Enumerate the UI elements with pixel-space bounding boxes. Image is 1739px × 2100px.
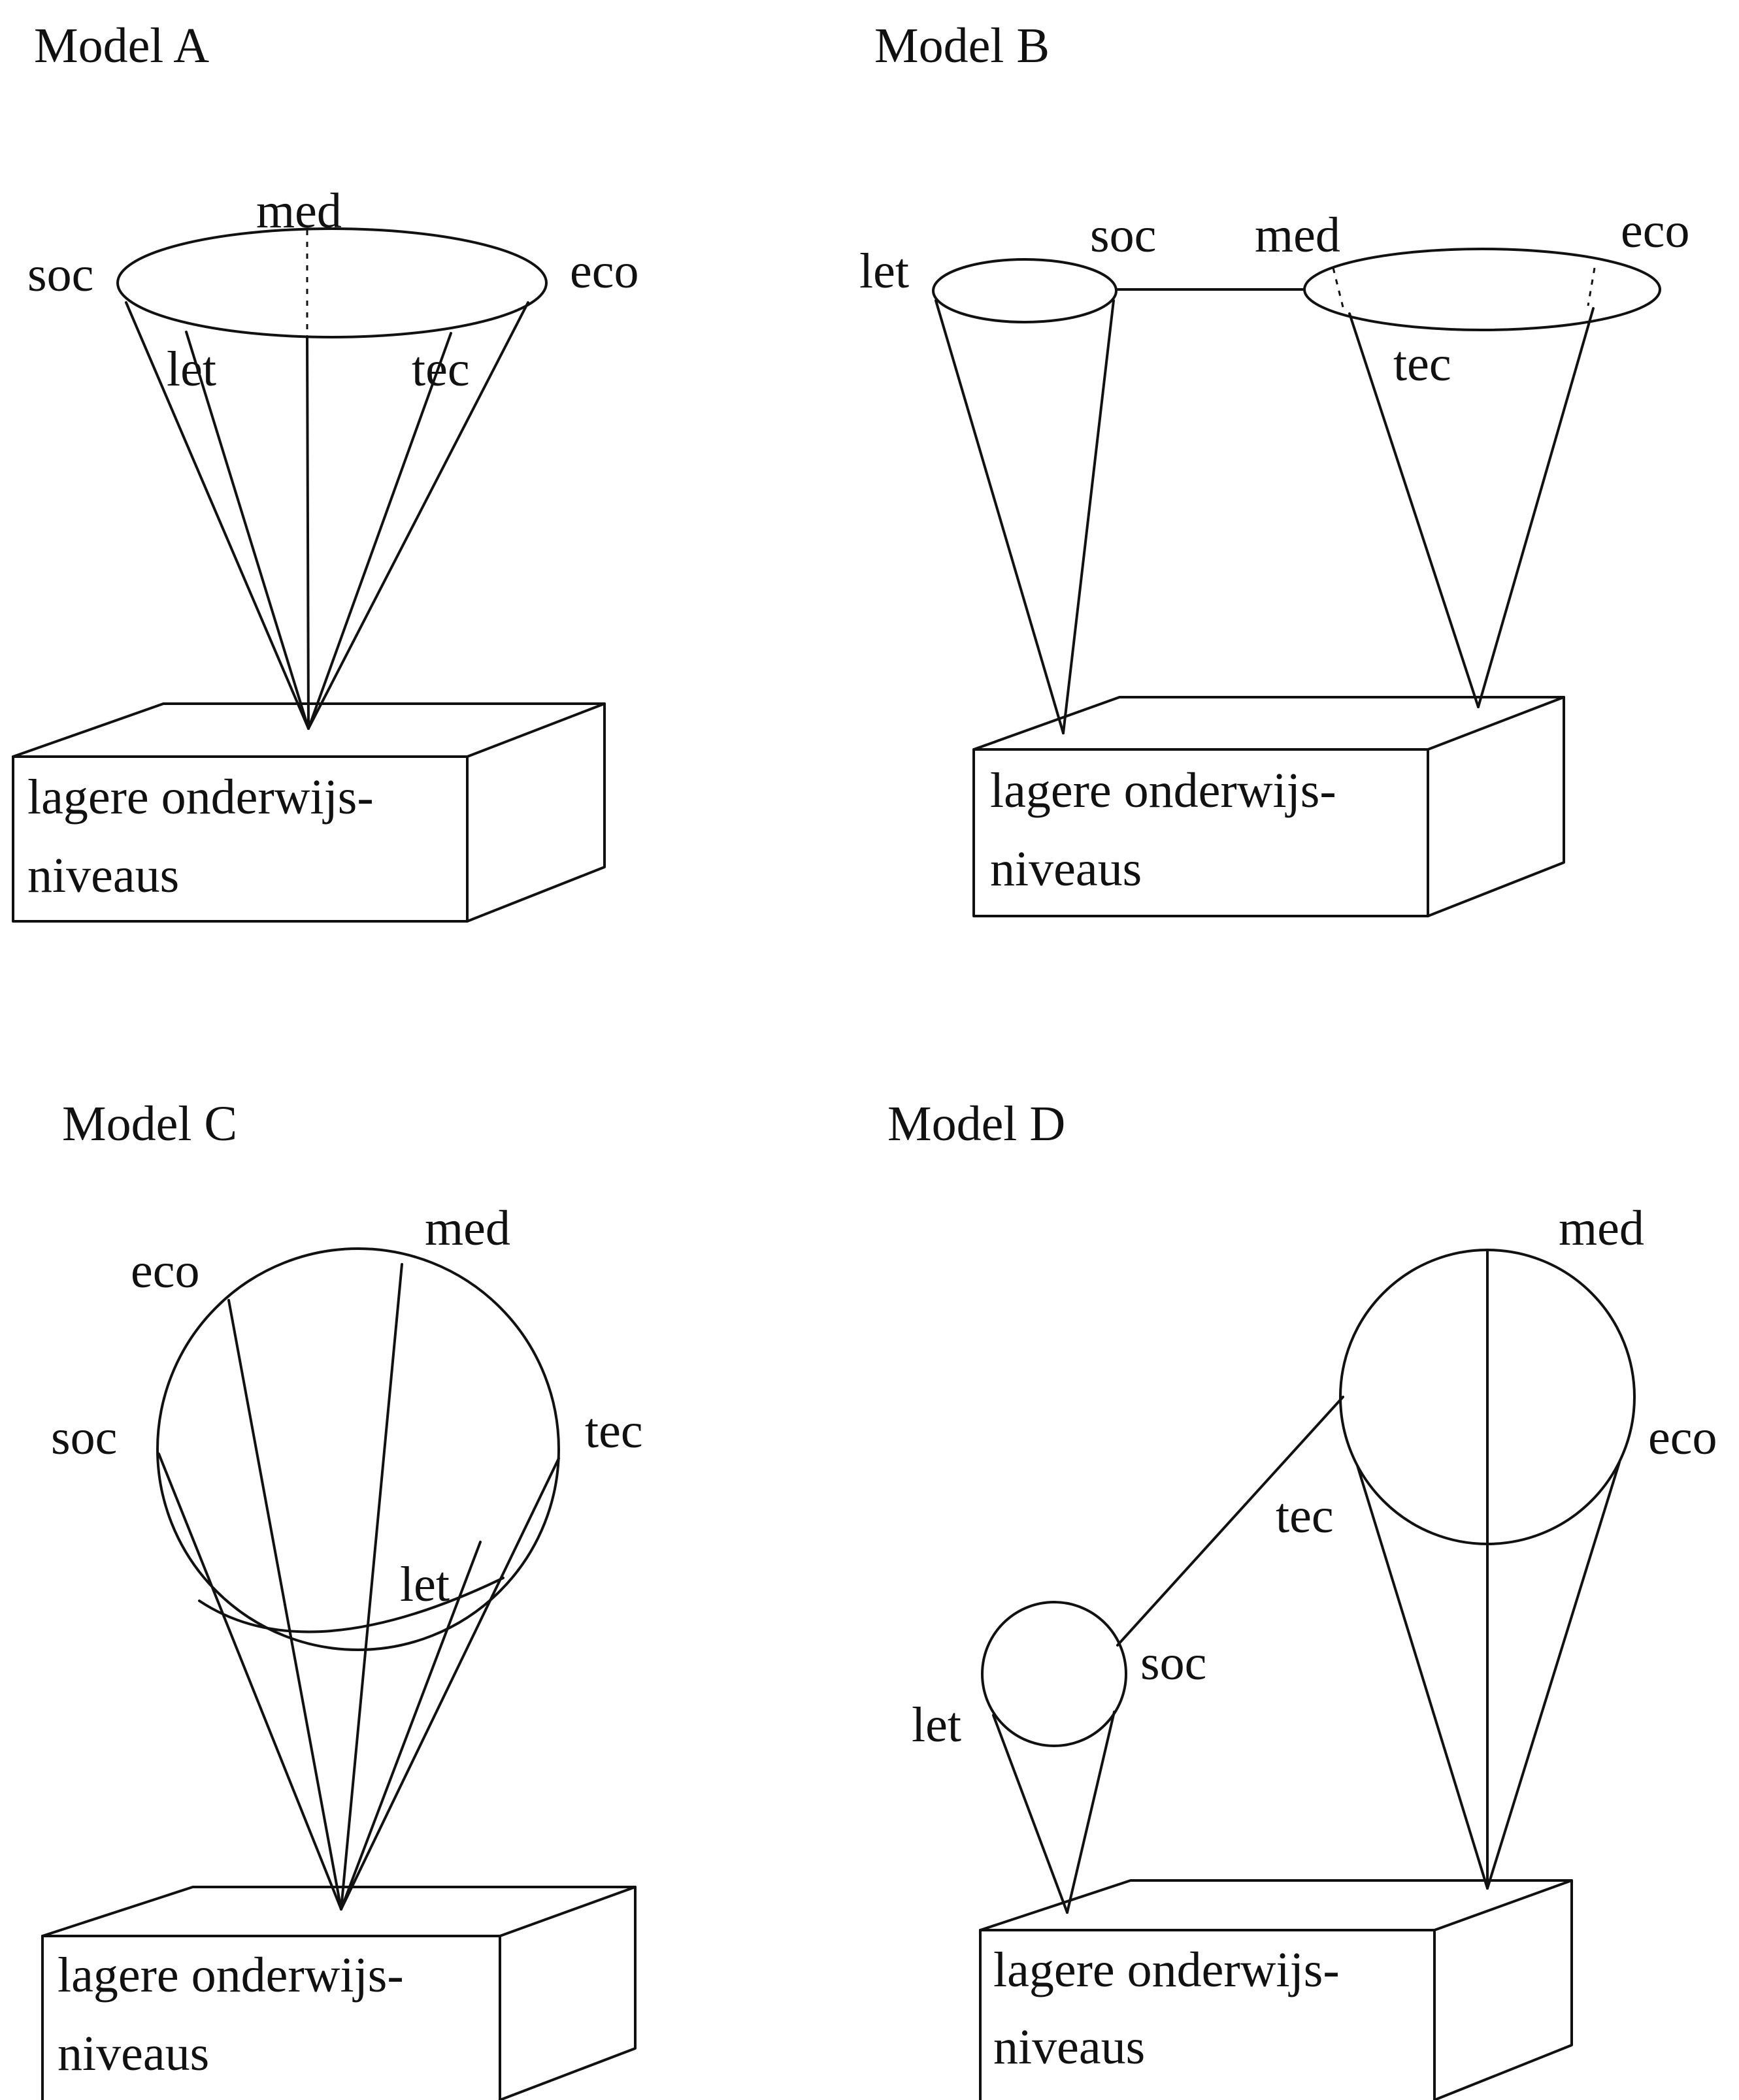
model-d: Model D med eco tec soc let lagere onder… [887, 1096, 1717, 2100]
model-a-box-line2: niveaus [27, 848, 179, 903]
model-b-small-cone [932, 258, 1118, 734]
model-c-title: Model C [62, 1096, 237, 1151]
model-d-large-sphere [1339, 1249, 1636, 1890]
model-a-label-tec: tec [412, 342, 470, 397]
model-b-box-line2: niveaus [990, 842, 1142, 896]
model-d-label-soc: soc [1140, 1635, 1206, 1690]
model-b-box [972, 696, 1565, 917]
model-b-large-cone [1303, 248, 1661, 708]
model-c-label-let: let [400, 1557, 450, 1612]
model-a-box-line1: lagere onderwijs- [27, 770, 374, 825]
model-b-title: Model B [874, 18, 1050, 73]
model-b-label-med: med [1255, 208, 1340, 263]
model-c-box-line2: niveaus [58, 2026, 209, 2081]
model-b-label-tec: tec [1393, 336, 1451, 391]
model-a-label-eco: eco [570, 244, 638, 299]
model-a-box [12, 702, 606, 923]
model-c-box-line1: lagere onderwijs- [58, 1948, 404, 2003]
model-a-label-med: med [256, 184, 342, 238]
model-c: Model C eco med soc tec let lagere onder… [41, 1096, 643, 2100]
model-d-label-med: med [1559, 1201, 1644, 1256]
model-c-sphere [156, 1247, 560, 1911]
model-c-box [41, 1886, 637, 2100]
model-a-label-soc: soc [27, 247, 93, 302]
model-d-small-sphere [981, 1601, 1127, 1914]
model-d-box-line1: lagere onderwijs- [993, 1943, 1340, 1997]
model-d-label-eco: eco [1648, 1410, 1717, 1465]
model-d-connector [1116, 1396, 1344, 1647]
model-d-box-line2: niveaus [993, 2020, 1145, 2075]
model-b-label-eco: eco [1621, 203, 1689, 258]
model-a-title: Model A [34, 18, 209, 73]
model-c-label-soc: soc [51, 1410, 117, 1465]
model-a-cone [116, 227, 548, 730]
model-d-label-let: let [912, 1698, 961, 1752]
model-b-label-let: let [859, 244, 909, 299]
model-c-label-tec: tec [585, 1403, 643, 1458]
model-d-title: Model D [887, 1096, 1065, 1151]
model-b-box-line1: lagere onderwijs- [990, 763, 1336, 818]
model-d-label-tec: tec [1276, 1488, 1334, 1543]
model-c-label-eco: eco [131, 1243, 199, 1298]
model-a-label-let: let [167, 342, 216, 397]
model-d-box [979, 1879, 1573, 2100]
model-b-label-soc: soc [1090, 208, 1156, 263]
model-a: Model A med soc eco let tec lagere onder… [12, 18, 638, 923]
model-b: Model B let soc med eco tec lagere onder… [859, 18, 1689, 917]
model-c-label-med: med [425, 1201, 510, 1256]
